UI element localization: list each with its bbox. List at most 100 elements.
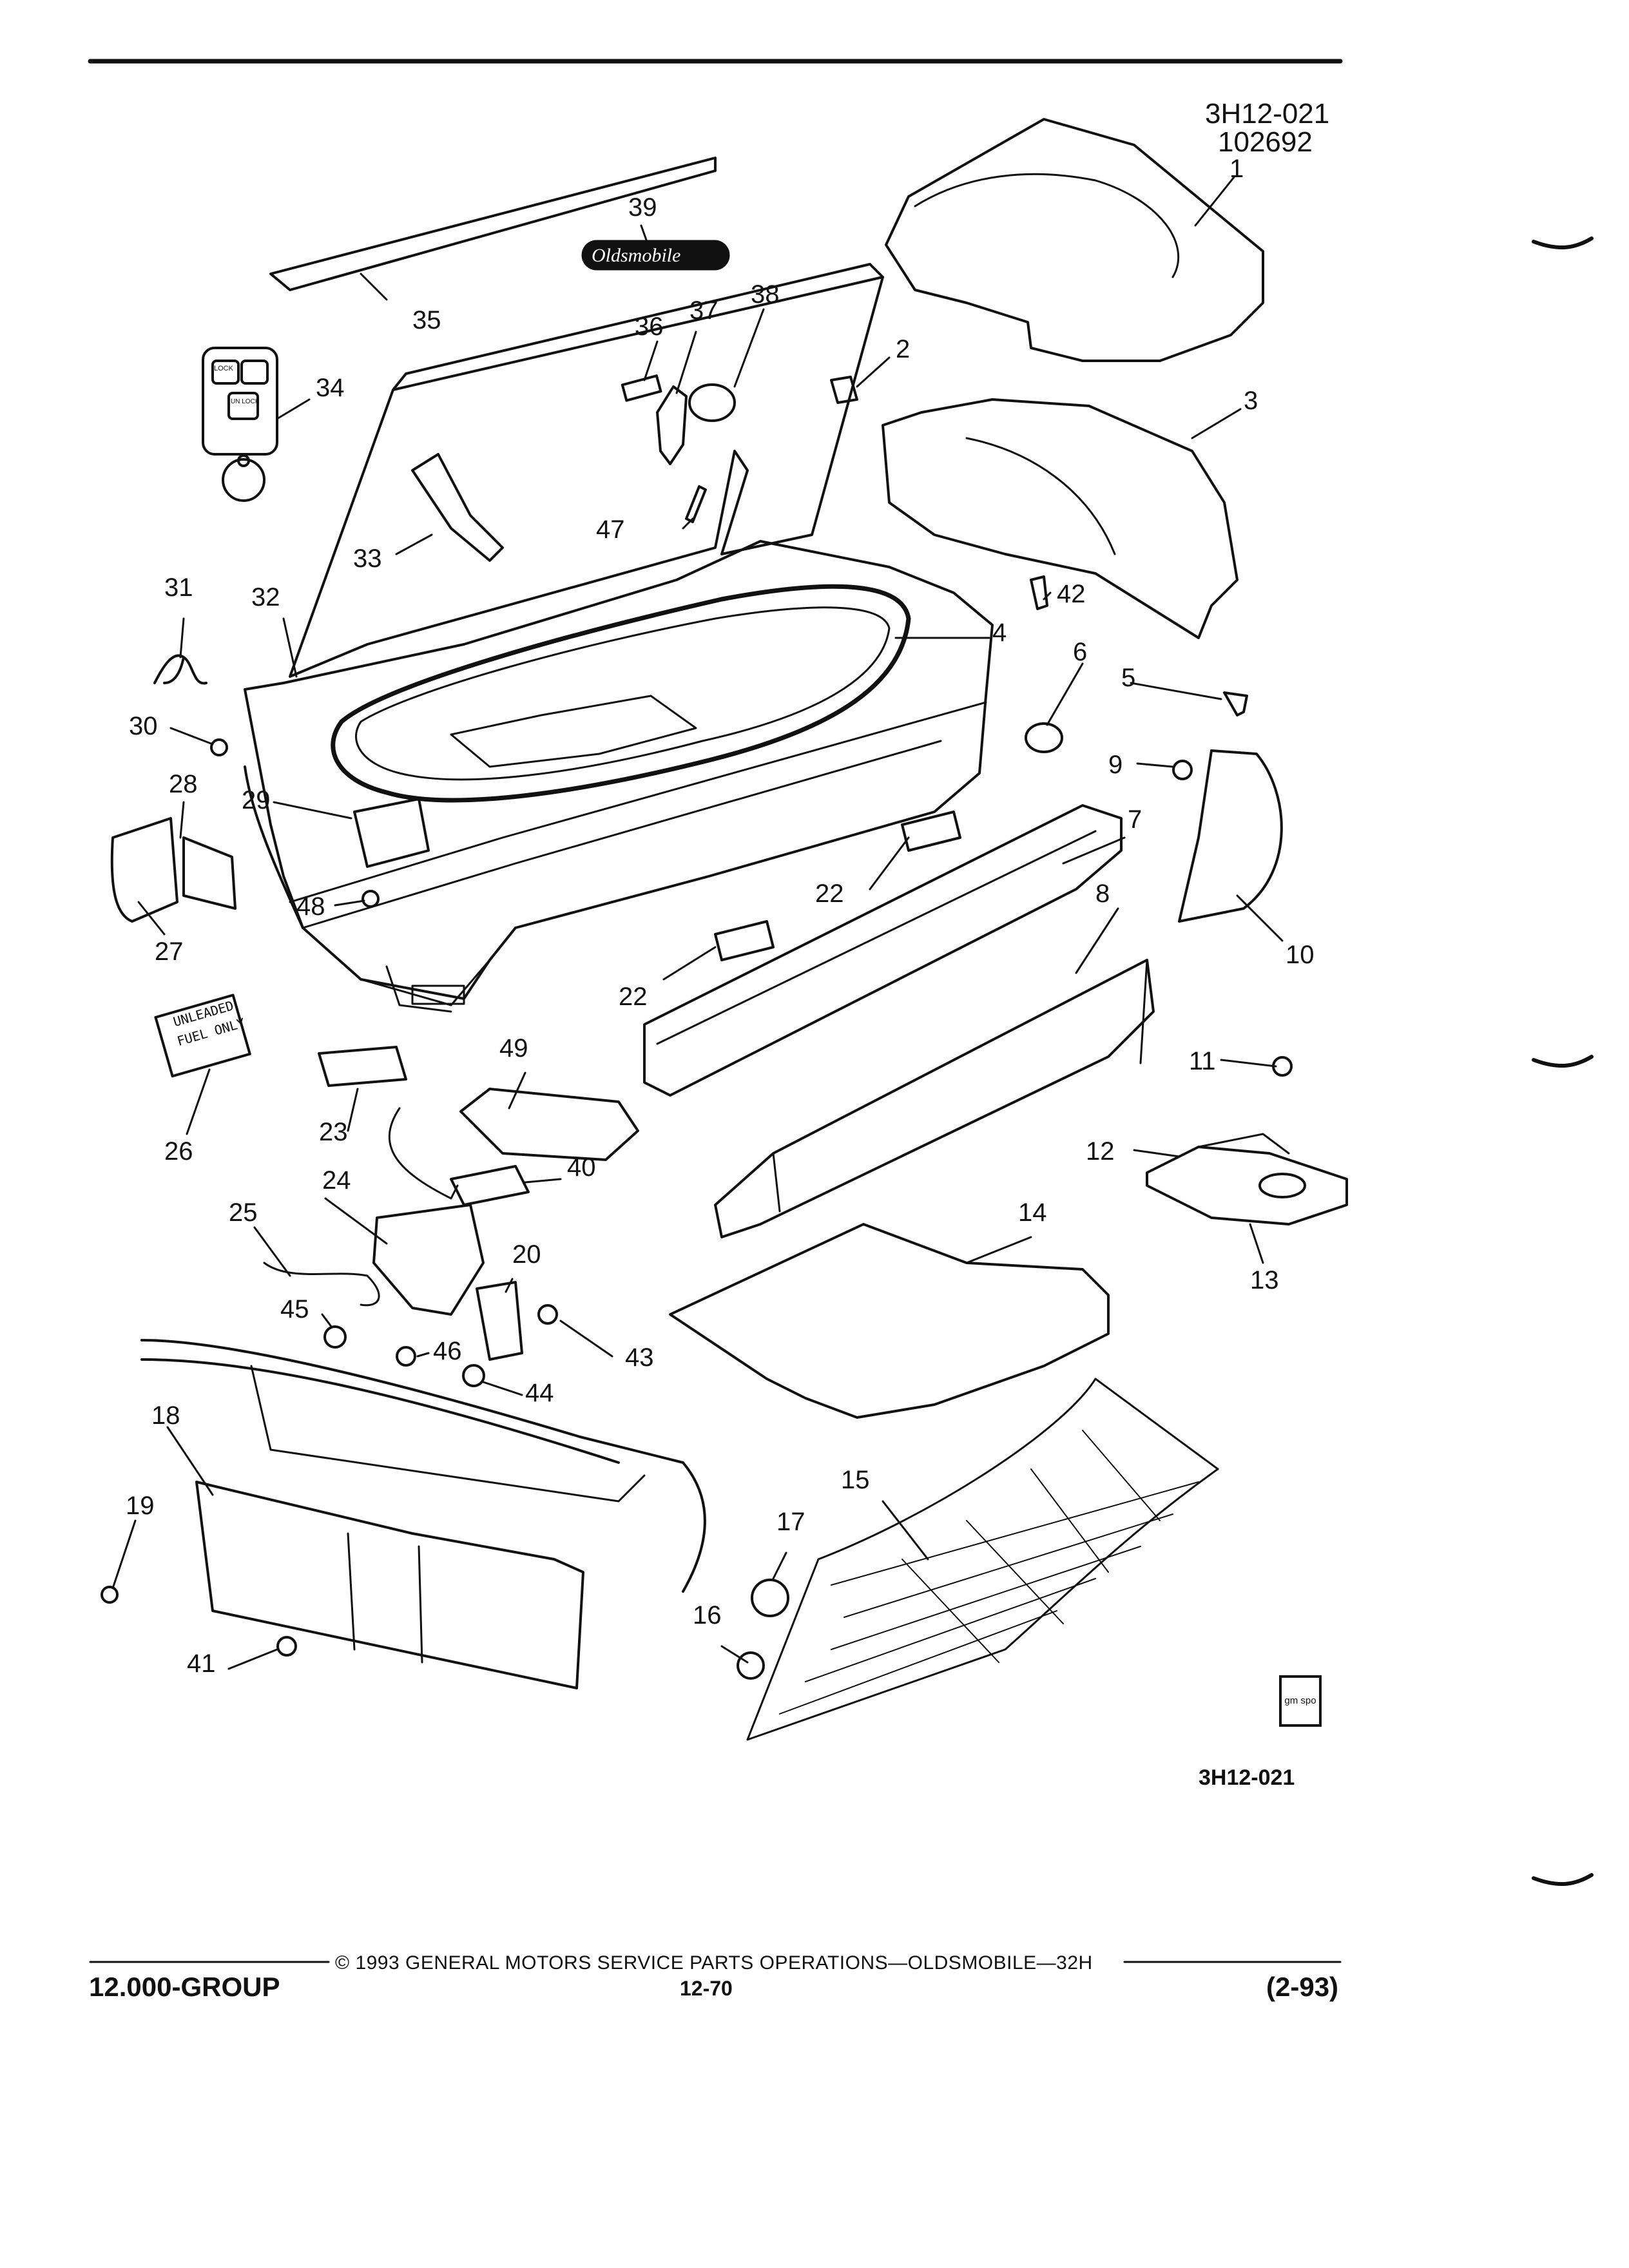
edge-mark-3: [1532, 1873, 1594, 1887]
part-34-key-fob: [202, 347, 278, 456]
callout-9: 9: [1108, 751, 1123, 779]
deck-lid-edge: [392, 263, 884, 391]
callout-45: 45: [280, 1295, 309, 1323]
part-30-bumper: [210, 738, 228, 756]
callout-35: 35: [412, 306, 441, 334]
emblem-lettering: [583, 242, 728, 269]
footer-page-number: 12-70: [680, 1977, 733, 2000]
part-15-cargo-net: [746, 1378, 1219, 1741]
callout-3: 3: [1244, 387, 1258, 415]
callout-20: 20: [512, 1240, 541, 1269]
callout-48: 48: [296, 892, 325, 921]
part-46-nut: [396, 1346, 416, 1367]
part-23-lens: [318, 1046, 407, 1087]
part-19-screw: [101, 1586, 119, 1604]
part-17-clip: [751, 1579, 789, 1617]
emblem-text: Oldsmobile: [592, 245, 681, 266]
part-2-fastener: [830, 376, 858, 404]
part-27-fuel-door: [110, 817, 178, 923]
callout-19: 19: [126, 1492, 155, 1520]
callout-42: 42: [1057, 580, 1086, 608]
part-40-module: [450, 1165, 530, 1206]
callout-14: 14: [1018, 1198, 1047, 1227]
callout-10: 10: [1286, 941, 1315, 969]
callout-28: 28: [169, 770, 198, 798]
part-44-nut: [462, 1364, 485, 1387]
callout-29: 29: [242, 786, 271, 814]
callout-36: 36: [635, 312, 664, 341]
fob-unlock-label: UN LOCK: [231, 398, 260, 405]
callout-6: 6: [1073, 638, 1088, 666]
callout-46: 46: [433, 1337, 462, 1365]
callout-8: 8: [1095, 879, 1110, 908]
footer-copyright: © 1993 GENERAL MOTORS SERVICE PARTS OPER…: [335, 1952, 1093, 1974]
part-6-socket: [1025, 722, 1063, 753]
callout-47: 47: [596, 515, 625, 544]
callout-26: 26: [164, 1137, 193, 1166]
part-49-actuator: [459, 1088, 639, 1161]
callout-5: 5: [1121, 664, 1136, 692]
callout-49: 49: [499, 1034, 528, 1062]
callout-38: 38: [751, 280, 780, 309]
callout-22-lower: 22: [619, 983, 648, 1011]
part-26-decal-box: [154, 994, 251, 1078]
part-16-clip: [737, 1651, 765, 1680]
callout-43: 43: [625, 1343, 654, 1372]
callout-31: 31: [164, 573, 193, 602]
rear-body: [244, 540, 994, 1000]
part-48-screw: [361, 890, 380, 908]
part-45-bumper: [323, 1325, 347, 1349]
callout-40: 40: [567, 1153, 596, 1182]
fob-lock-label: LOCK: [214, 365, 233, 372]
callout-23: 23: [319, 1118, 348, 1146]
callout-30: 30: [129, 712, 158, 740]
part-37-bracket: [656, 385, 688, 465]
part-24-latch: [372, 1204, 485, 1316]
figure-ref-code: 3H12-021: [1205, 98, 1330, 130]
callout-33: 33: [353, 544, 382, 573]
gm-spo-logo-text: gm spo: [1284, 1695, 1316, 1706]
part-29-lamp-housing: [353, 798, 430, 868]
part-1-trunk-trim: [885, 118, 1264, 362]
part-36-pad: [621, 374, 662, 402]
callout-25: 25: [229, 1198, 258, 1227]
callout-4: 4: [992, 619, 1007, 647]
callout-24: 24: [322, 1166, 351, 1195]
callout-15: 15: [841, 1466, 870, 1494]
callout-41: 41: [187, 1649, 216, 1678]
part-42-pin: [1030, 575, 1048, 610]
callout-1: 1: [1229, 155, 1244, 183]
figure-ref-date: 102692: [1218, 126, 1313, 158]
part-38-lock: [688, 383, 736, 422]
callout-32: 32: [251, 583, 280, 611]
lower-body-edge: [140, 1339, 706, 1593]
footer-revision: (2-93): [1266, 1972, 1339, 2002]
part-8-absorber: [714, 959, 1155, 1238]
callout-34: 34: [316, 374, 345, 402]
part-41-retainer: [276, 1636, 297, 1657]
part-14-trunk-mat: [669, 1223, 1110, 1419]
callout-16: 16: [693, 1601, 722, 1629]
part-10-tail-lamp: [1178, 749, 1283, 923]
figure-bottom-code: 3H12-021: [1199, 1765, 1295, 1790]
part-7-reinforcement: [643, 804, 1123, 1097]
footer-group: 12.000-GROUP: [89, 1972, 280, 2002]
deck-lid: [289, 276, 884, 678]
edge-mark-1: [1532, 236, 1594, 250]
callout-18: 18: [151, 1401, 180, 1430]
part-22-bracket-lower: [714, 920, 775, 961]
callout-27: 27: [155, 937, 184, 966]
part-9-nut: [1172, 760, 1193, 780]
part-18-rear-panel: [195, 1481, 584, 1689]
callout-39: 39: [628, 193, 657, 222]
part-3-side-trim: [882, 398, 1239, 639]
callout-44: 44: [525, 1379, 554, 1407]
leader-lines: [111, 176, 1284, 1670]
callout-13: 13: [1250, 1266, 1279, 1294]
callout-37: 37: [689, 296, 718, 325]
gm-spo-logo-icon: gm spo: [1279, 1675, 1322, 1727]
part-28-fuel-door-housing: [182, 836, 236, 910]
part-43-bolt: [537, 1304, 558, 1325]
part-31-hook: [153, 654, 207, 685]
